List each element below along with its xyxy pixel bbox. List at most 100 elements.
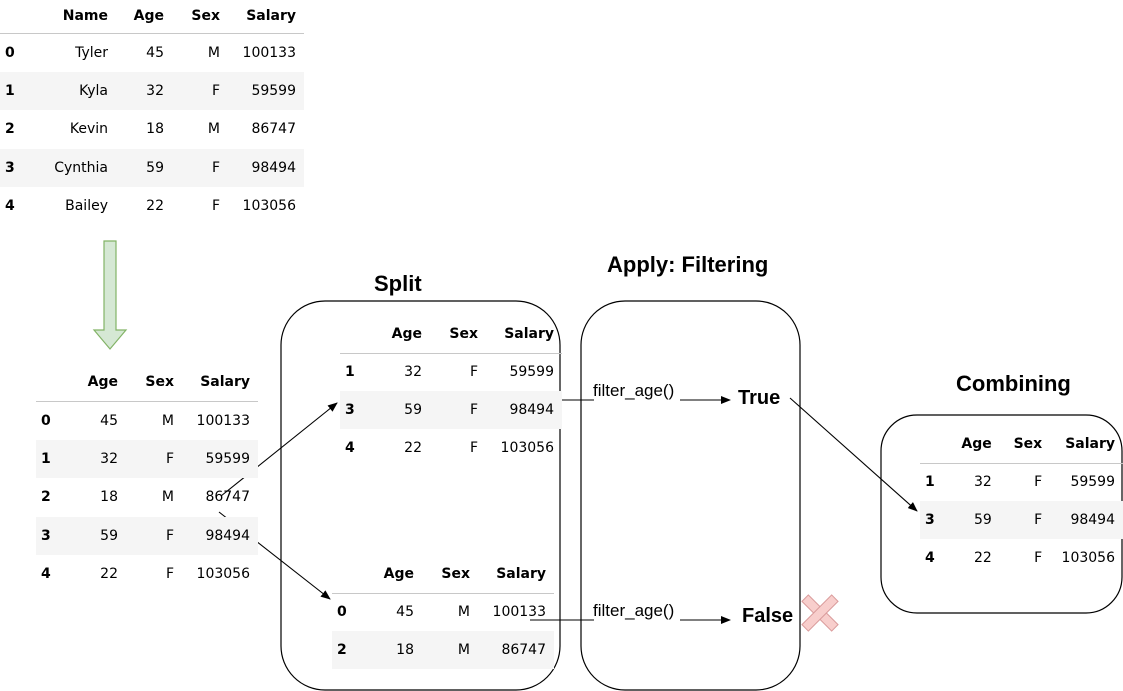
table-cell: 59 bbox=[973, 512, 992, 528]
table-cell: 103056 bbox=[242, 198, 296, 215]
column-header: Sex bbox=[999, 425, 1051, 464]
table-cell: 103056 bbox=[196, 566, 250, 583]
index-header bbox=[36, 363, 70, 402]
column-header: Age bbox=[948, 425, 1000, 464]
table-cell: F bbox=[211, 159, 220, 176]
table-cell: 18 bbox=[100, 489, 118, 506]
combining-panel bbox=[880, 414, 1123, 614]
table-cell: F bbox=[165, 566, 174, 583]
table-cell: F bbox=[165, 450, 174, 467]
table-cell: 100133 bbox=[492, 604, 546, 621]
table-cell: M bbox=[161, 489, 174, 506]
index-header bbox=[920, 425, 949, 464]
table-cell: 98494 bbox=[509, 402, 554, 418]
table-cell: 86747 bbox=[251, 121, 296, 138]
table-cell: 18 bbox=[396, 642, 414, 658]
column-header: Sex bbox=[430, 315, 486, 354]
split-title: Split bbox=[374, 271, 422, 296]
row-index: 4 bbox=[41, 566, 51, 583]
table-cell: 59599 bbox=[509, 364, 554, 381]
column-header: Salary bbox=[228, 0, 304, 34]
table-cell: 100133 bbox=[242, 44, 296, 61]
table-row: 3 Cynthia 59 F 98494 bbox=[0, 148, 304, 187]
row-index: 0 bbox=[41, 412, 51, 429]
row-index: 1 bbox=[925, 474, 935, 491]
row-index: 2 bbox=[337, 642, 347, 658]
table-cell: F bbox=[469, 364, 478, 381]
table-cell: 32 bbox=[973, 474, 992, 491]
column-header: Sex bbox=[422, 555, 478, 594]
table-cell: Cynthia bbox=[54, 159, 108, 176]
column-header: Name bbox=[30, 0, 116, 34]
row-index: 1 bbox=[41, 450, 51, 467]
table-cell: F bbox=[1034, 550, 1043, 566]
table-row: 2 18 M 86747 bbox=[36, 478, 258, 517]
table-cell: F bbox=[1034, 512, 1043, 528]
table-cell: 98494 bbox=[251, 159, 296, 176]
table-cell: F bbox=[211, 82, 220, 99]
table-cell: 59 bbox=[146, 159, 164, 176]
column-header: Age bbox=[116, 0, 172, 34]
table-cell: 22 bbox=[100, 566, 118, 583]
row-index: 3 bbox=[41, 527, 51, 544]
table-cell: F bbox=[1034, 474, 1043, 491]
column-header: Age bbox=[374, 315, 430, 354]
table-cell: 22 bbox=[404, 440, 422, 456]
row-index: 3 bbox=[5, 159, 15, 176]
column-header: Age bbox=[70, 363, 126, 402]
table-cell: 98494 bbox=[1070, 512, 1115, 528]
column-header: Salary bbox=[182, 363, 258, 402]
index-header bbox=[340, 315, 374, 354]
row-index: 3 bbox=[345, 402, 355, 418]
table-row: 4 22 F 103056 bbox=[36, 555, 258, 594]
column-header: Salary bbox=[486, 315, 562, 354]
table-cell: 100133 bbox=[196, 412, 250, 429]
table-cell: 32 bbox=[404, 364, 422, 381]
table-cell: 45 bbox=[396, 604, 414, 621]
table-cell: 103056 bbox=[1061, 550, 1115, 566]
true-label: True bbox=[738, 387, 781, 409]
table-row: 1 32 F 59599 bbox=[36, 439, 258, 478]
column-header: Age bbox=[366, 555, 422, 594]
table-row: 3 59 F 98494 bbox=[920, 501, 1123, 539]
table-cell: F bbox=[469, 440, 478, 456]
table-cell: 86747 bbox=[205, 489, 250, 506]
row-index: 4 bbox=[345, 440, 355, 456]
table-cell: Kevin bbox=[69, 121, 108, 138]
table-row: 0 45 M 100133 bbox=[332, 593, 554, 631]
filter-fn-bottom: filter_age() bbox=[593, 601, 675, 620]
table-cell: 32 bbox=[100, 450, 118, 467]
table-cell: M bbox=[457, 604, 470, 621]
row-index: 3 bbox=[925, 512, 935, 528]
split-panel bbox=[280, 300, 561, 691]
table-cell: 59599 bbox=[205, 450, 250, 467]
row-index: 0 bbox=[337, 604, 347, 621]
table-cell: F bbox=[469, 402, 478, 418]
split-arrow-to-m bbox=[218, 511, 331, 600]
table-cell: 59 bbox=[100, 527, 118, 544]
row-index: 2 bbox=[41, 489, 51, 506]
table-cell: M bbox=[457, 642, 470, 658]
column-header: Salary bbox=[1050, 425, 1123, 464]
table-cell: Bailey bbox=[65, 198, 108, 215]
row-index: 0 bbox=[5, 44, 15, 61]
split-arrow-to-f bbox=[220, 402, 338, 497]
index-header bbox=[332, 555, 366, 594]
table-cell: M bbox=[207, 121, 220, 138]
